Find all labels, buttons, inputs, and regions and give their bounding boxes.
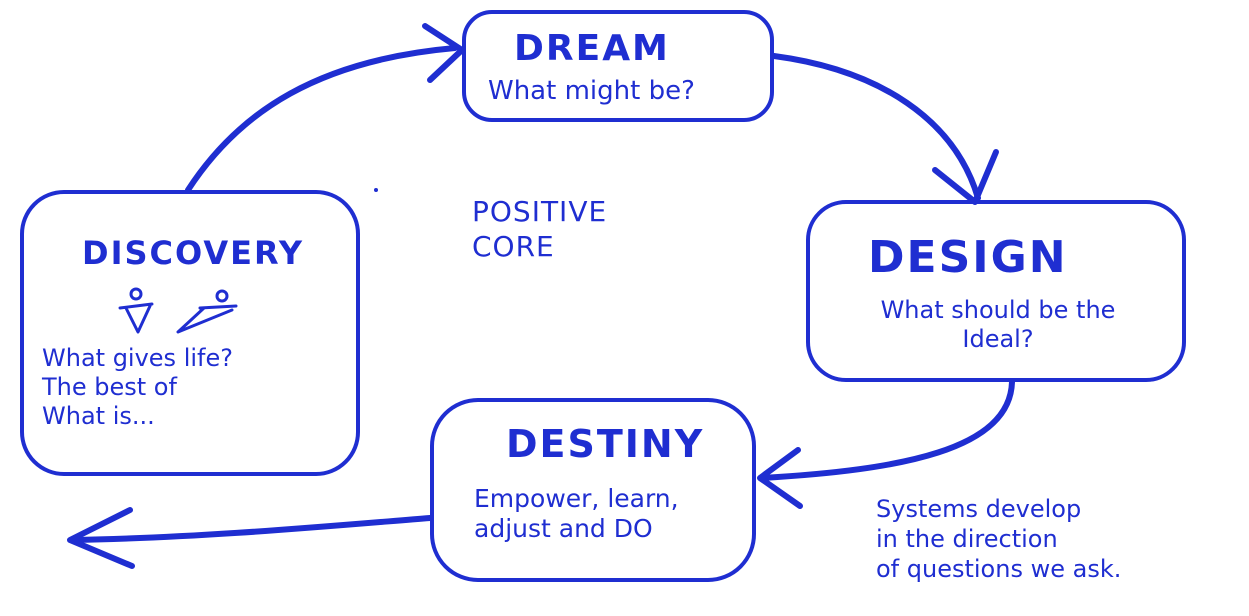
stage-title: DREAM bbox=[514, 28, 670, 69]
stage-discovery: DISCOVERY What gives life? The best of W… bbox=[20, 190, 360, 476]
stage-dream: DREAM What might be? bbox=[462, 10, 774, 122]
stage-destiny: DESTINY Empower, learn, adjust and DO bbox=[430, 398, 756, 582]
arrow-discovery-to-dream bbox=[185, 45, 458, 193]
arrow-destiny-exit bbox=[69, 515, 433, 543]
stray-dot bbox=[374, 188, 378, 192]
arrow-dream-to-design bbox=[771, 53, 981, 201]
arrow-design-to-destiny bbox=[759, 379, 1015, 481]
arrowhead-exit bbox=[67, 507, 135, 569]
arrowhead-destiny bbox=[757, 447, 803, 509]
stage-question: What might be? bbox=[488, 76, 695, 106]
stage-title: DISCOVERY bbox=[82, 234, 305, 272]
stage-question: What gives life? The best of What is... bbox=[42, 344, 233, 430]
footnote-text: Systems develop in the direction of ques… bbox=[876, 495, 1122, 583]
discovery-figures-icon bbox=[118, 287, 238, 334]
stage-title: DESTINY bbox=[506, 422, 705, 466]
stage-title: DESIGN bbox=[868, 232, 1068, 283]
stage-question: Empower, learn, adjust and DO bbox=[474, 484, 679, 543]
stage-question: What should be the Ideal? bbox=[880, 296, 1116, 353]
stage-design: DESIGN What should be the Ideal? bbox=[806, 200, 1186, 382]
positive-core-label: POSITIVE CORE bbox=[472, 195, 608, 263]
arrowhead-design bbox=[932, 149, 999, 205]
